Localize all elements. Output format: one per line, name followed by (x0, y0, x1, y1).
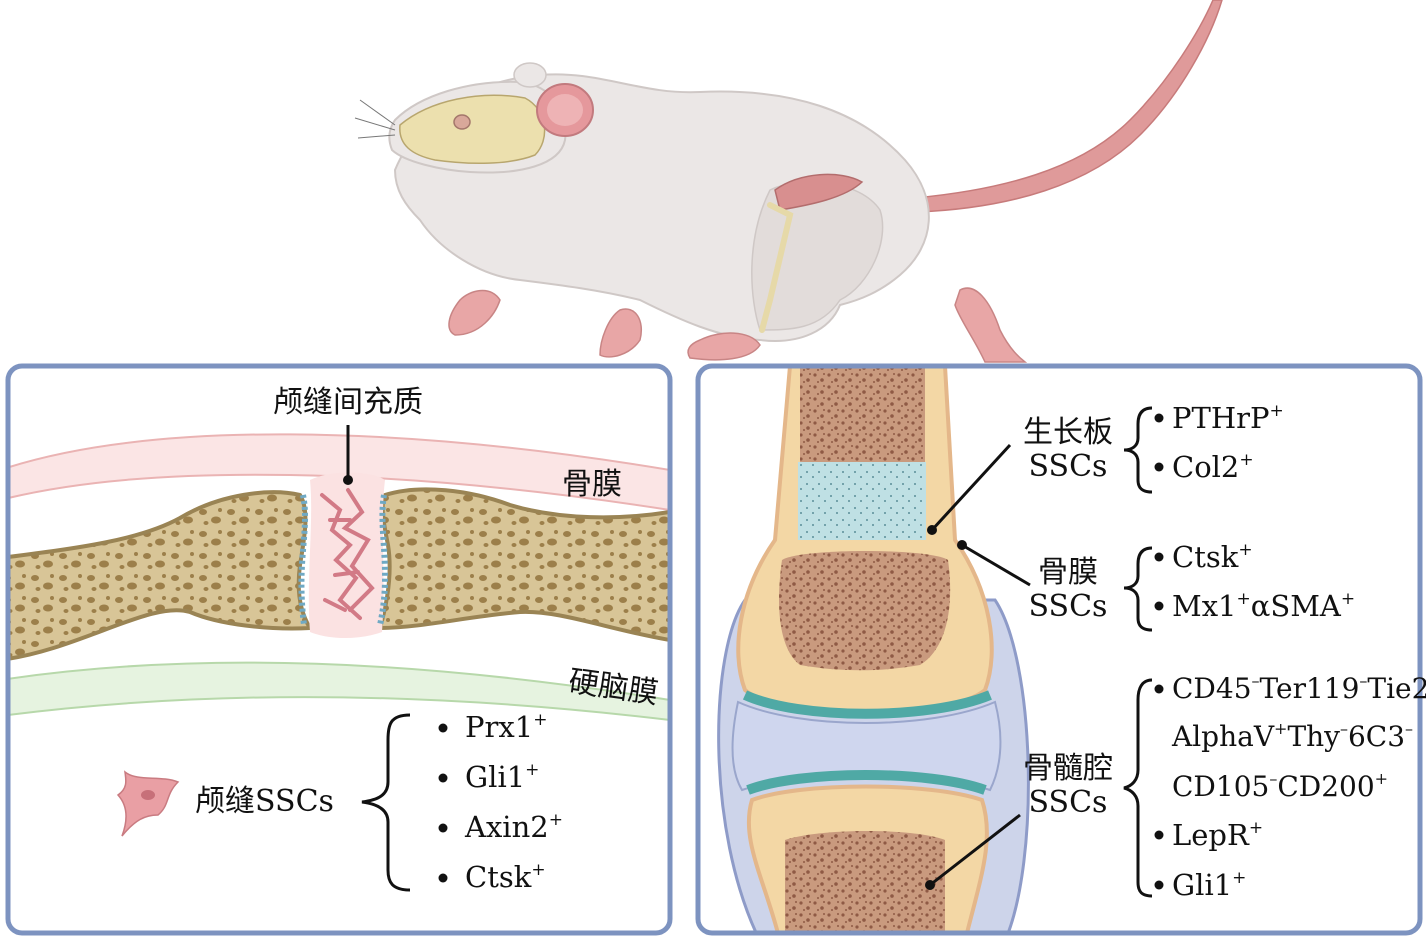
growth-plate-brace (1123, 406, 1153, 494)
marrow-pointer (929, 813, 1021, 887)
marrow-brace (1123, 678, 1153, 898)
mouse-front-foot-left (448, 289, 501, 336)
mouse-hind-foot-left (687, 332, 761, 361)
mouse-skull (399, 94, 546, 164)
mouse-hind-foot-right (954, 287, 1028, 363)
dura-layer (8, 661, 670, 722)
marker-line-alphav: AlphaV+Thy–6C3– (1171, 719, 1413, 753)
right-bone-plate (377, 487, 670, 643)
right-panel (717, 366, 1164, 933)
lower-marrow (785, 831, 945, 933)
joint-cartilage (731, 700, 1002, 792)
upper-marrow (800, 366, 925, 466)
suture-edge-left (298, 494, 308, 626)
marker-gli1: Gli1+ (465, 760, 539, 794)
mouse-tail (914, 0, 1223, 213)
growth-plate-label: 生长板 (1023, 415, 1113, 450)
marker-ctsk-periosteum: Ctsk+ (1172, 540, 1253, 574)
mouse-illustration (354, 0, 1223, 363)
marker-ctsk: Ctsk+ (465, 860, 546, 894)
ssc-cell-icon (116, 770, 180, 837)
mouse-eye (453, 114, 471, 130)
marker-gli1-marrow: Gli1+ (1172, 868, 1246, 902)
periosteum-label: 骨膜 (562, 467, 622, 502)
left-panel (8, 425, 670, 892)
left-bone-plate (8, 490, 314, 663)
periosteum-layer (8, 433, 670, 512)
periosteum-pointer (961, 543, 1031, 587)
marrow-ssc-label: SSCs (1029, 785, 1108, 820)
marrow-ssc-title: 骨髓腔 (1023, 751, 1113, 786)
right-marker-bullets (1154, 413, 1164, 890)
left-marker-bullets (438, 723, 448, 883)
suture-ssc-label: 颅缝SSCs (195, 784, 334, 819)
mouse-hind-bone (759, 202, 794, 333)
right-panel-text: 生长板 SSCs PTHrP+ Col2+ 骨膜 SSCs Ctsk+ Mx1+… (1023, 401, 1426, 902)
periosteum-ssc-title: 骨膜 (1038, 555, 1098, 590)
periosteum-brace (1123, 546, 1153, 632)
marker-col2: Col2+ (1172, 450, 1254, 484)
left-panel-frame (5, 363, 673, 936)
suture-mesenchyme (308, 472, 385, 638)
mouse-ear-inner (547, 94, 583, 126)
marker-line-cd45: CD45–Ter119–Tie2– (1172, 671, 1426, 705)
marker-axin2: Axin2+ (464, 810, 563, 844)
marker-prx1: Prx1+ (465, 710, 547, 744)
marker-pthrp: PTHrP+ (1172, 401, 1284, 435)
growth-plate-ssc-label: SSCs (1029, 449, 1108, 484)
growth-plate-pointer (930, 443, 1012, 532)
periosteum-ssc-label: SSCs (1029, 589, 1108, 624)
cartilage-lower-rim (746, 770, 987, 795)
mouse-hind-muscle (774, 173, 864, 211)
upper-epiphysis-marrow (779, 551, 951, 671)
left-panel-text: 颅缝间充质 骨膜 硬脑膜 颅缝SSCs Prx1+ Gli1+ Axin2+ C… (195, 385, 660, 894)
suture-mesenchyme-label: 颅缝间充质 (273, 385, 423, 420)
suture-cells (320, 488, 375, 620)
marker-line-cd105: CD105–CD200+ (1172, 769, 1388, 803)
mouse-whiskers (354, 99, 396, 139)
mouse-ear-back (513, 62, 547, 88)
marker-mx1-asma: Mx1+αSMA+ (1172, 589, 1355, 623)
suture-pointer-dot (343, 475, 353, 485)
right-panel-frame (695, 363, 1423, 936)
cartilage-upper-rim (742, 690, 992, 719)
mouse-front-foot-right (599, 308, 642, 358)
growth-plate (798, 462, 926, 540)
marker-lepr: LepR+ (1172, 818, 1263, 852)
left-brace (361, 713, 411, 892)
